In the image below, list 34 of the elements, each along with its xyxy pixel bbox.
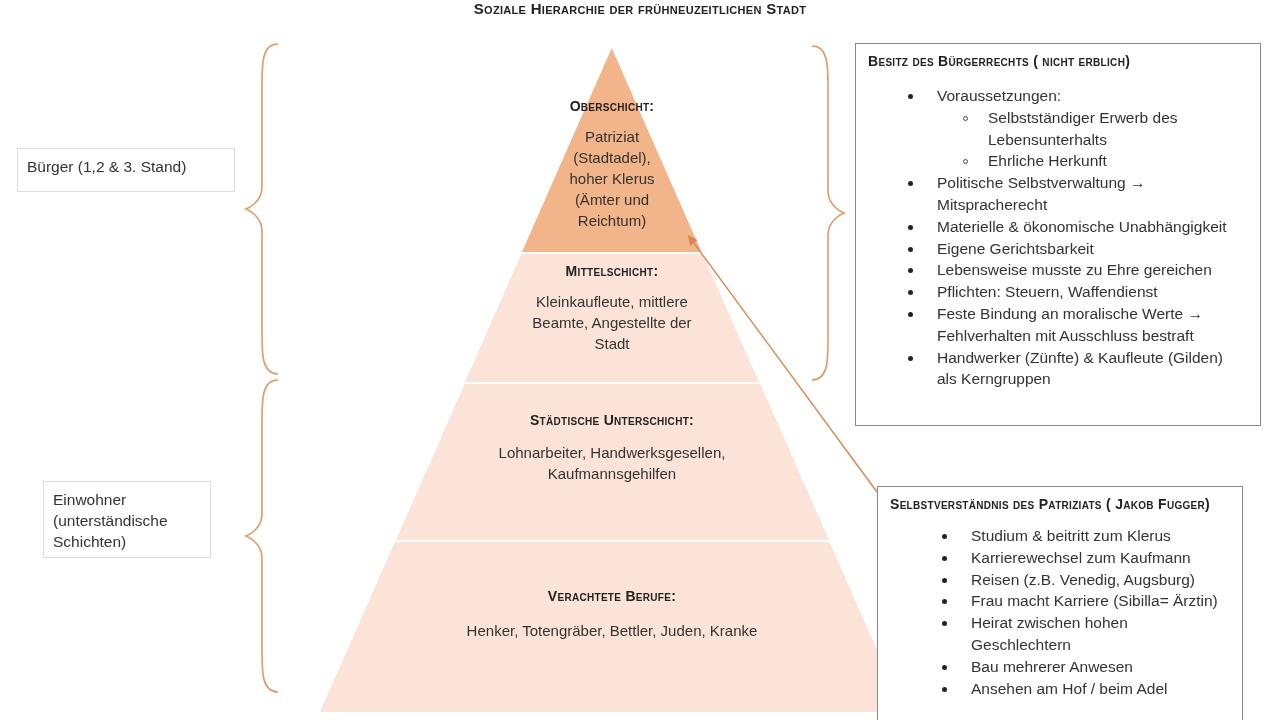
group-label: Bürger (1,2 & 3. Stand) xyxy=(27,157,188,177)
box-heading: Besitz des Bürgerrechts ( nicht erblich) xyxy=(868,53,1132,69)
tier-heading: Städtische Unterschicht: xyxy=(528,412,696,428)
tier-description: Henker, Totengräber, Bettler, Juden, Kranke xyxy=(465,621,759,641)
bullet-text: Pflichten: Steuern, Waffendienst xyxy=(937,282,1159,303)
bullet-text: Politische Selbstverwaltung → Mitspracherecht xyxy=(937,173,1147,215)
tier-description: Lohnarbeiter, Handwerksgesellen, Kaufmannsgehilfen xyxy=(497,443,727,484)
bullet-text: Karrierewechsel zum Kaufmann xyxy=(971,547,1192,568)
arrow xyxy=(688,235,878,493)
diagram-title: Soziale Hierarchie der frühneuzeitlichen Stadt xyxy=(472,0,808,17)
info-box xyxy=(877,486,1243,720)
label-box xyxy=(17,148,235,192)
tier-heading: Verachtete Berufe: xyxy=(546,588,678,604)
bullet-text: Feste Bindung an moralische Werte → Fehlverhalten mit Ausschluss bestraft xyxy=(937,303,1204,346)
bullet-text: Heirat zwischen hohen Geschlechtern xyxy=(971,613,1129,655)
info-box xyxy=(855,43,1261,426)
box-heading: Selbstverständnis des Patriziats ( Jakob Fugger) xyxy=(890,496,1212,512)
bullet-text: Frau macht Karriere (Sibilla= Ärztin) xyxy=(971,591,1219,612)
bullet-text: Eigene Gerichtsbarkeit xyxy=(937,238,1095,259)
bullet-text: Handwerker (Zünfte) & Kaufleute (Gilden) als Kerngruppen xyxy=(937,347,1225,390)
bullet-text: Materielle & ökonomische Unabhängigkeit xyxy=(937,216,1228,237)
bullet-text: Voraussetzungen: xyxy=(937,86,1063,106)
bullet-text: Reisen (z.B. Venedig, Augsburg) xyxy=(971,569,1197,590)
label-box xyxy=(43,481,211,558)
bullet-text: Bau mehrerer Anwesen xyxy=(971,656,1134,677)
bullet-text: Lebensweise musste zu Ehre gereichen xyxy=(937,260,1213,281)
tier-description: Kleinkaufleute, mittlere Beamte, Angestellte der Stadt xyxy=(531,292,693,354)
bullet-text: Ansehen am Hof / beim Adel xyxy=(971,678,1169,699)
tier-heading: Mittelschicht: xyxy=(564,263,660,279)
tier-description: Patriziat (Stadtadel), hoher Klerus (Ämter und Reichtum) xyxy=(568,127,656,231)
bullet-text: Ehrliche Herkunft xyxy=(988,151,1108,172)
bullet-text: Studium & beitritt zum Klerus xyxy=(971,526,1172,546)
group-label: Einwohner (unterständische Schichten) xyxy=(53,490,169,552)
bullet-text: Selbstständiger Erwerb des Lebensunterhalts xyxy=(988,107,1179,150)
